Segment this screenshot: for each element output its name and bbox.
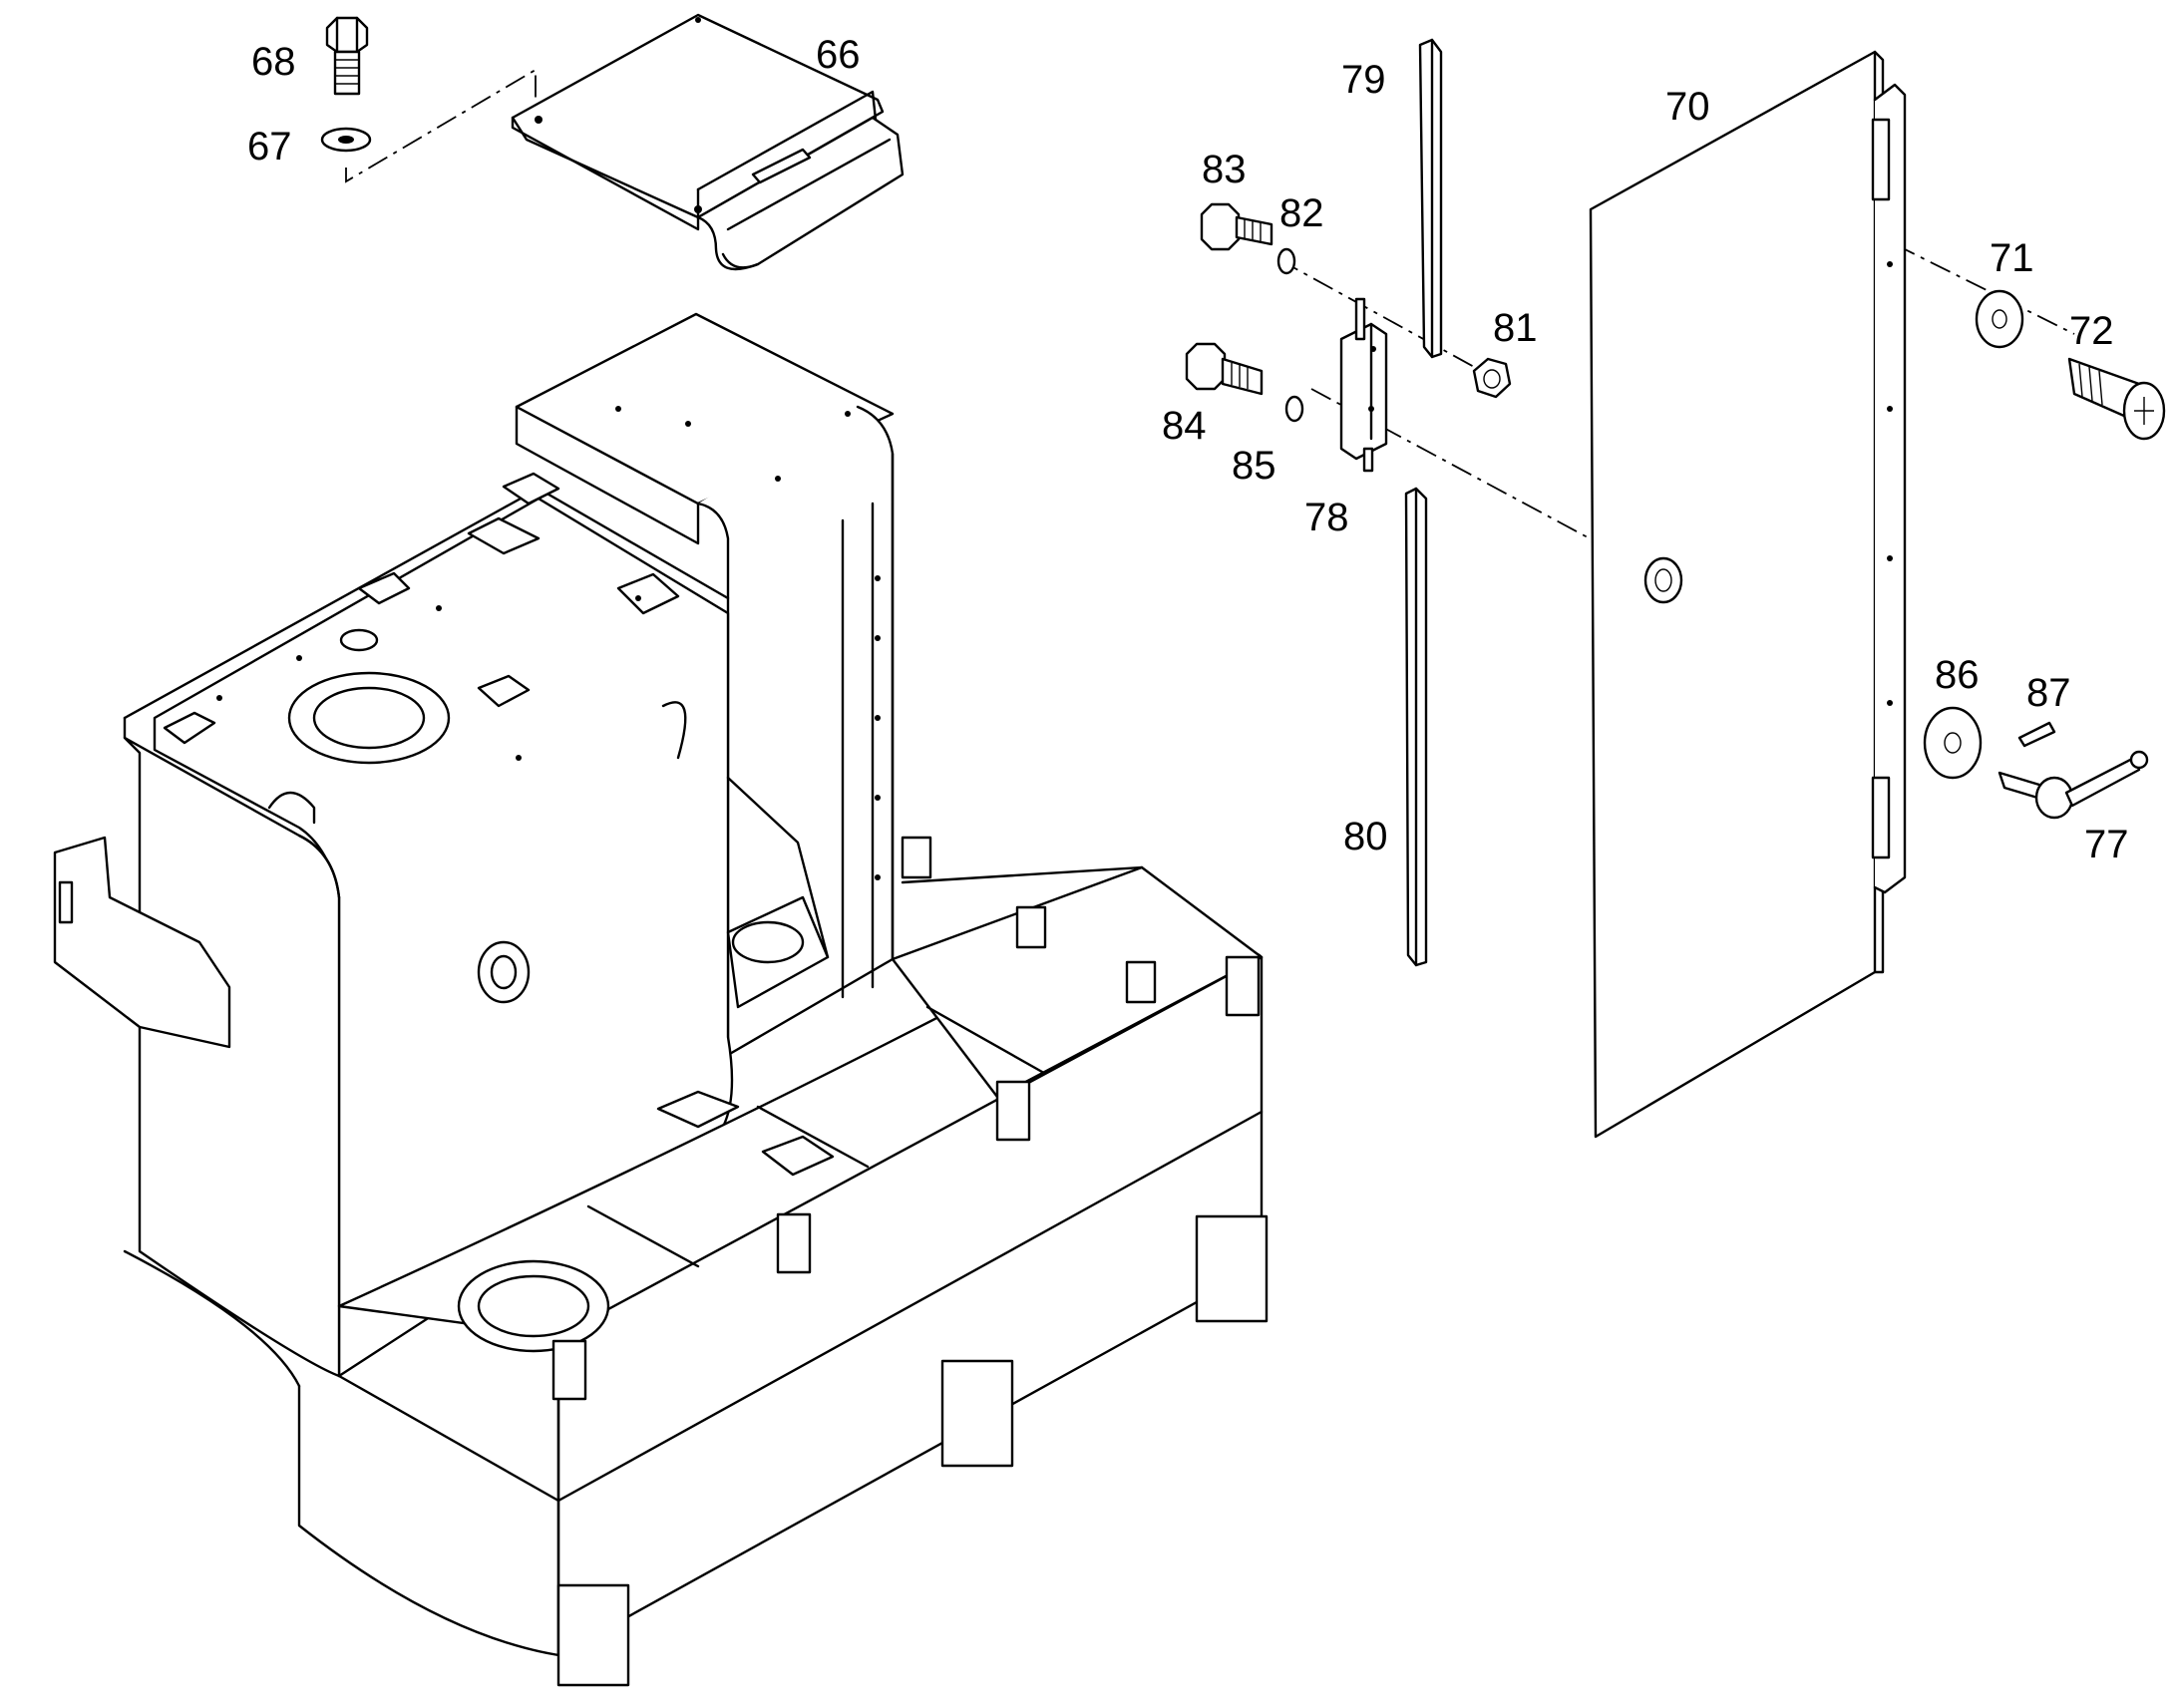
callout-68: 68	[251, 40, 296, 84]
part-79-strip[interactable]	[1418, 38, 1443, 359]
part-82-washer[interactable]	[1276, 247, 1296, 275]
corner-bracket-set	[551, 836, 1269, 1687]
callout-79: 79	[1341, 58, 1386, 102]
part-81-nut[interactable]	[1472, 357, 1512, 399]
rivet-dots	[216, 406, 881, 880]
callout-67: 67	[247, 125, 292, 169]
part-72-screw[interactable]	[2067, 357, 2166, 441]
callout-87: 87	[2026, 671, 2071, 715]
callout-80: 80	[1343, 815, 1388, 858]
part-86-washer[interactable]	[1923, 706, 1983, 780]
callout-labels: 66 67 68 70 71 72 77 78 79 80 81 82 83 8…	[247, 33, 2129, 866]
part-80-strip[interactable]	[1404, 487, 1428, 967]
callout-82: 82	[1279, 191, 1324, 235]
part-85-washer[interactable]	[1284, 395, 1304, 423]
part-66-cover-plate[interactable]	[511, 13, 905, 271]
part-68-bolt[interactable]	[325, 16, 369, 96]
callout-84: 84	[1162, 404, 1207, 448]
main-frame-assembly	[53, 312, 1269, 1687]
callout-71: 71	[1990, 236, 2034, 280]
callout-81: 81	[1493, 306, 1538, 350]
callout-70: 70	[1665, 85, 1710, 129]
callout-83: 83	[1202, 148, 1247, 191]
part-77-handle[interactable]	[1998, 750, 2149, 820]
callout-66: 66	[816, 33, 861, 77]
part-67-washer[interactable]	[320, 127, 372, 153]
part-70-door-panel[interactable]	[1589, 50, 1907, 1139]
part-87-pin[interactable]	[2017, 721, 2056, 748]
callout-85: 85	[1232, 444, 1276, 488]
callout-72: 72	[2069, 309, 2114, 353]
callout-86: 86	[1935, 653, 1980, 697]
part-84-bolt[interactable]	[1185, 342, 1264, 396]
part-83-bolt[interactable]	[1200, 202, 1273, 251]
part-71-washer[interactable]	[1975, 289, 2024, 349]
part-78-hinge-plate[interactable]	[1339, 297, 1388, 473]
callout-78: 78	[1304, 496, 1349, 539]
callout-77: 77	[2084, 823, 2129, 866]
